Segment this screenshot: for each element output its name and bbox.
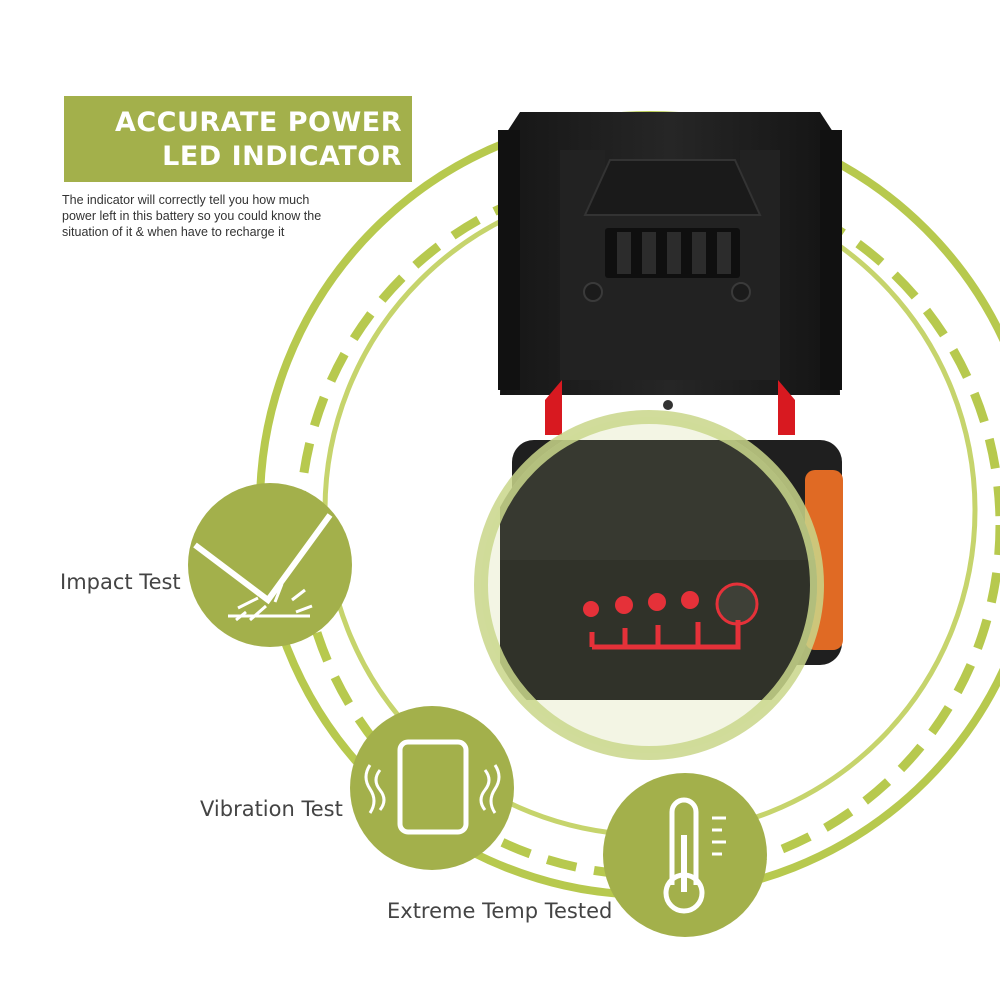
headline-line-2: LED INDICATOR [162,141,402,172]
feature-label-impact: Impact Test [60,570,181,594]
led-dot [583,601,599,617]
led-dot [681,591,699,609]
led-dot [648,593,666,611]
headline-description: The indicator will correctly tell you ho… [62,193,322,239]
feature-label-vibration: Vibration Test [200,797,343,821]
headline-line-1: ACCURATE POWER [114,107,402,138]
impact-icon [188,483,352,647]
vibration-icon [350,706,514,870]
led-dot [615,596,633,614]
headline-banner: ACCURATE POWER LED INDICATOR [64,96,412,182]
feature-label-temperature: Extreme Temp Tested [387,899,613,923]
led-magnifier [474,410,824,760]
thermometer-icon [603,773,767,937]
